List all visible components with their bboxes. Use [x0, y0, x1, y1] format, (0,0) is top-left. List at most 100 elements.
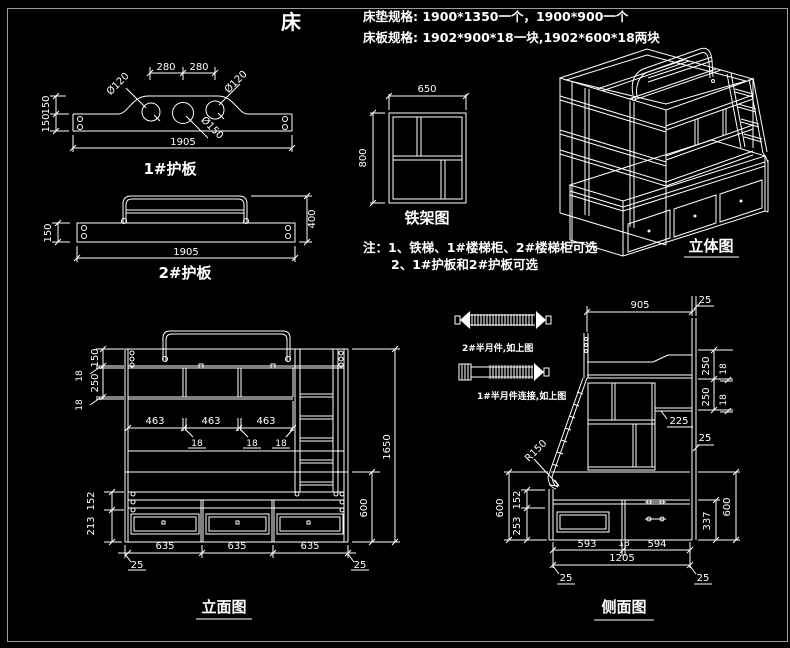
dim-18-b: 18: [75, 399, 85, 411]
dim-250-b: 250: [701, 387, 712, 406]
dim-250: 250: [90, 373, 101, 392]
note-prefix: 注：: [363, 240, 389, 255]
iso-bed: [558, 47, 769, 257]
dim-r150: R150: [523, 438, 549, 464]
dim-152: 152: [512, 490, 523, 509]
guard2-rail: [81, 195, 291, 239]
dim-463-c: 463: [256, 416, 275, 427]
dim-18-c: 18: [618, 539, 630, 549]
side-dim-text: 905 25 250 18 250 18 225 25 R150 600 152…: [495, 295, 733, 621]
guard2-dim-ticks: [54, 192, 311, 262]
side-dim-lines: [504, 296, 740, 585]
dim-253: 253: [512, 516, 523, 535]
frame-label: 铁架图: [404, 209, 449, 227]
dim-600: 600: [359, 498, 370, 517]
dim-18-c: 18: [191, 439, 203, 449]
dim-18-b: 18: [719, 394, 729, 406]
guard2-outline: [76, 222, 296, 243]
iron-frame-drawing: 650 800 铁架图: [358, 84, 470, 227]
dim-400: 400: [307, 209, 318, 228]
guard1-dim-ticks: [52, 69, 296, 152]
dim-25-top: 25: [699, 295, 712, 306]
elevation-drawing: 150 18 250 18 463 463 463 18 18 18 152 2…: [75, 330, 400, 620]
dim-dia120-right: Ø120: [222, 68, 250, 96]
spec-lines: 床垫规格: 1900*1350一个，1900*900一个 床板规格: 1902*…: [363, 6, 660, 48]
frame-dim-lines: [370, 94, 467, 204]
dim-1650: 1650: [382, 434, 393, 459]
dim-1905: 1905: [170, 137, 195, 148]
dim-1205: 1205: [609, 553, 634, 564]
hardware-label-1: 2#半月件,如上图: [462, 342, 533, 354]
dim-280-b: 280: [189, 62, 208, 73]
side-structure: [548, 318, 697, 541]
dim-463-a: 463: [145, 416, 164, 427]
dim-18-a: 18: [719, 363, 729, 375]
bolt-1-icon: [454, 311, 552, 329]
dim-213: 213: [86, 516, 97, 535]
dim-25-left: 25: [131, 560, 144, 571]
sheet-border: [7, 8, 788, 642]
dim-dia120-left: Ø120: [104, 70, 132, 98]
hardware-label-2: 1#半月件连接,如上图: [477, 390, 566, 402]
dim-18-a: 18: [75, 370, 85, 382]
dim-594: 594: [647, 539, 666, 550]
side-drawing: 905 25 250 18 250 18 225 25 R150 600 152…: [495, 295, 740, 621]
side-ladder: [533, 337, 669, 522]
bolt-2-icon: [458, 363, 550, 381]
dim-337: 337: [702, 511, 713, 530]
spec-line-2: 床板规格: 1902*900*18一块,1902*600*18两块: [363, 30, 660, 45]
dim-635-b: 635: [227, 541, 246, 552]
note-row-1: 注：1、铁梯、1#楼梯柜、2#楼梯柜可选: [363, 239, 598, 256]
iso-label-group: 立体图: [684, 237, 739, 258]
elevation-dim-text: 150 18 250 18 463 463 463 18 18 18 152 2…: [75, 348, 393, 620]
guard1-label: 1#护板: [143, 160, 197, 178]
elevation-dim-lines: [96, 348, 400, 571]
hardware-legend: 2#半月件,如上图 1#半月件连接,如上图: [454, 311, 566, 402]
guard1-drawing: 280 280 Ø120 Ø120 Ø150 1905 150 150 1#护板: [41, 62, 296, 178]
dim-1905: 1905: [173, 247, 198, 258]
drawing-title: 床: [281, 10, 301, 34]
dim-593: 593: [577, 539, 596, 550]
dim-25-right: 25: [354, 560, 367, 571]
note-line-2: 2、1#护板和2#护板可选: [391, 257, 539, 272]
dim-25-bottom-right: 25: [697, 573, 710, 584]
dim-152: 152: [86, 491, 97, 510]
elevation-dim-ticks: [89, 345, 399, 563]
iso-label: 立体图: [688, 237, 733, 255]
frame-dim-text: 650 800 铁架图: [358, 84, 450, 227]
guard1-dim-text: 280 280 Ø120 Ø120 Ø150 1905 150 150 1#护板: [41, 62, 250, 178]
dim-600-left: 600: [495, 498, 506, 517]
dim-600-right: 600: [722, 497, 733, 516]
frame-outline: [388, 112, 467, 204]
dim-25-bottom-left: 25: [560, 573, 573, 584]
dim-463-b: 463: [201, 416, 220, 427]
dim-18-d: 18: [246, 439, 258, 449]
dim-800: 800: [358, 148, 369, 167]
dim-635-a: 635: [155, 541, 174, 552]
dim-225: 225: [669, 416, 688, 427]
note-line-1: 1、铁梯、1#楼梯柜、2#楼梯柜可选: [388, 240, 598, 255]
dim-650: 650: [417, 84, 436, 95]
dim-150-b: 150: [41, 113, 52, 132]
elevation-label: 立面图: [201, 598, 246, 616]
side-dim-ticks: [505, 302, 740, 575]
guard2-drawing: 150 1905 400 2#护板: [43, 192, 318, 282]
elevation-rail-and-fittings: [129, 330, 345, 513]
dim-150: 150: [90, 348, 101, 367]
frame-dim-ticks: [369, 92, 470, 207]
spec-line-1: 床垫规格: 1900*1350一个，1900*900一个: [363, 9, 629, 24]
side-label: 侧面图: [601, 598, 646, 616]
iso-drawing: 立体图: [558, 47, 769, 258]
guard1-outline: [72, 83, 293, 139]
guard2-label: 2#护板: [158, 264, 212, 282]
dim-280-a: 280: [156, 62, 175, 73]
dim-150-a: 150: [41, 95, 52, 114]
dim-635-c: 635: [300, 541, 319, 552]
dim-150: 150: [43, 223, 54, 242]
notes: 注：1、铁梯、1#楼梯柜、2#楼梯柜可选 2、1#护板和2#护板可选: [363, 239, 598, 273]
guard2-dim-lines: [52, 195, 312, 262]
dim-250-a: 250: [701, 356, 712, 375]
elevation-structure: [124, 348, 349, 543]
dim-25-mid: 25: [699, 433, 712, 444]
